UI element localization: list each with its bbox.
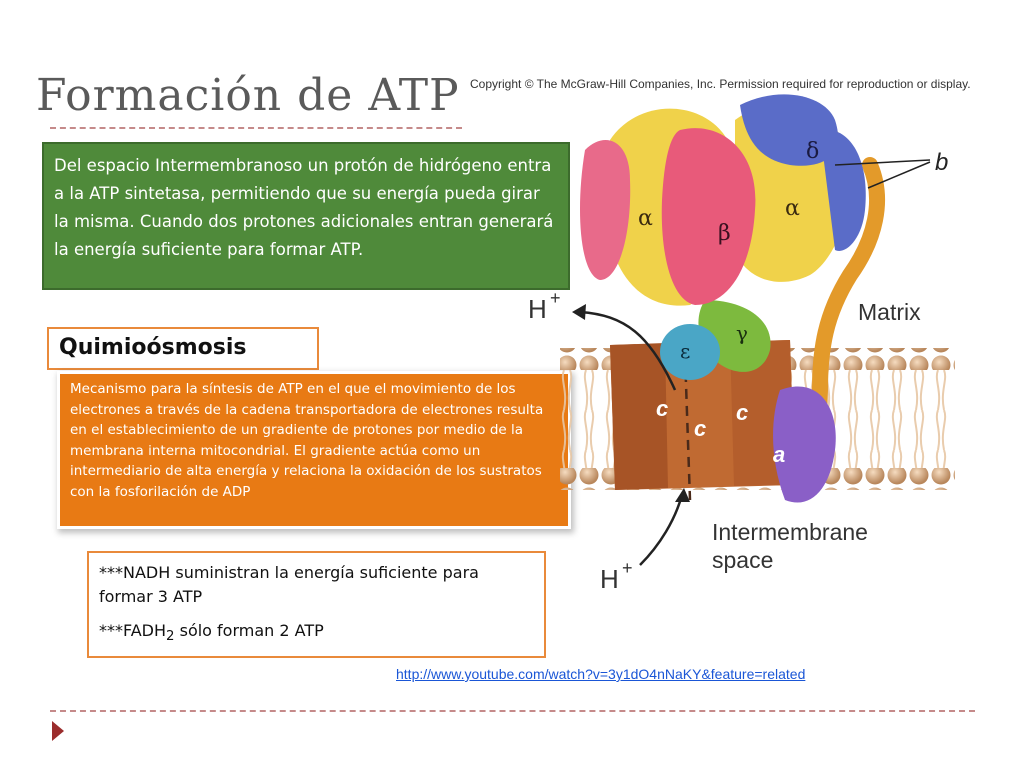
- alpha-label-right: α: [785, 196, 800, 221]
- delta-subunit: [740, 94, 838, 166]
- h-plus-top-label: H: [528, 294, 547, 324]
- copyright-notice: Copyright © The McGraw-Hill Companies, I…: [470, 77, 971, 91]
- epsilon-subunit: [660, 324, 720, 380]
- h-plus-in-arrow: [639, 494, 684, 566]
- youtube-link[interactable]: http://www.youtube.com/watch?v=3y1dO4nNa…: [396, 666, 806, 682]
- a-subunit: [773, 386, 836, 503]
- c-label-2: c: [694, 416, 706, 441]
- alpha-label-left: α: [638, 206, 653, 231]
- yield-note-box: ***NADH suministran la energía suficient…: [87, 551, 546, 658]
- svg-text:+: +: [550, 288, 561, 308]
- b-label: b: [935, 149, 948, 176]
- epsilon-label: ε: [680, 339, 690, 363]
- beta-subunit-left: [580, 140, 631, 280]
- intro-text: Del espacio Intermembranoso un protón de…: [54, 156, 554, 259]
- delta-label: δ: [806, 139, 819, 164]
- section-heading: Quimioósmosis: [47, 327, 319, 370]
- beta-subunit-center: [661, 128, 756, 305]
- title-divider: [50, 127, 462, 129]
- slide-title: Formación de ATP: [36, 70, 460, 121]
- fadh-note: ***FADH2 sólo forman 2 ATP: [99, 621, 324, 645]
- beta-label: β: [718, 221, 731, 246]
- a-label: a: [773, 442, 785, 467]
- intro-text-box: Del espacio Intermembranoso un protón de…: [42, 142, 570, 290]
- definition-text: Mecanismo para la síntesis de ATP en el …: [70, 381, 544, 500]
- atp-synthase-diagram: α α β δ γ ε c c c a b H + H + Matrix Int…: [528, 94, 955, 594]
- h-plus-out-arrow: [579, 310, 677, 391]
- h-plus-bottom-label: H: [600, 564, 619, 594]
- c-label-3: c: [736, 400, 748, 425]
- heading-text: Quimioósmosis: [59, 335, 247, 360]
- gamma-label: γ: [736, 321, 748, 345]
- b-subunit-stalk: [810, 157, 886, 458]
- next-slide-arrow-icon[interactable]: [50, 721, 66, 741]
- matrix-label: Matrix: [858, 299, 921, 325]
- definition-box: Mecanismo para la síntesis de ATP en el …: [60, 374, 568, 526]
- space-label: space: [712, 547, 773, 573]
- footer-divider: [50, 710, 975, 712]
- nadh-note: ***NADH suministran la energía suficient…: [99, 563, 479, 606]
- fadh-subscript: 2: [166, 629, 175, 645]
- svg-text:+: +: [622, 558, 633, 578]
- c-label-1: c: [656, 396, 668, 421]
- intermembrane-label: Intermembrane: [712, 519, 868, 545]
